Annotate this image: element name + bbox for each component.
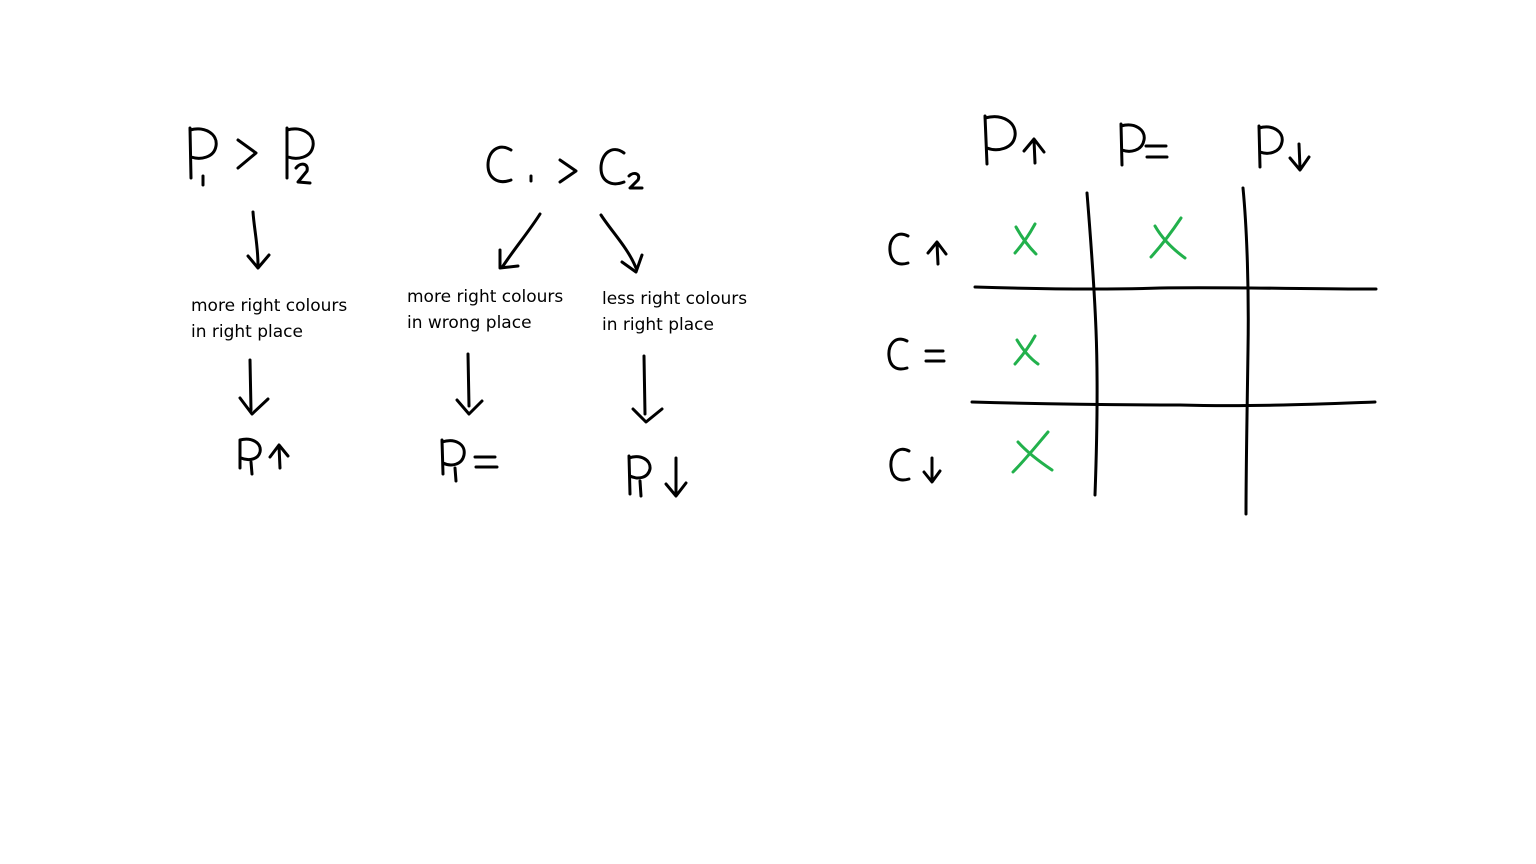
check-mark-c-down-p-up — [1011, 430, 1054, 474]
arrow-down-1 — [246, 210, 271, 270]
row-header-c-up — [888, 232, 948, 266]
column-header-p-equal — [1119, 122, 1169, 167]
arrow-down-left-branch — [455, 352, 484, 416]
grid-line-horizontal-2 — [970, 400, 1377, 408]
arrow-down-right-branch — [631, 354, 664, 424]
grid-line-horizontal-1 — [973, 285, 1378, 291]
outcome-line-1: more right colours — [191, 296, 347, 316]
outcome-line-2: in right place — [191, 322, 303, 342]
column-header-p-down — [1257, 124, 1311, 172]
branch-right-line-2: in right place — [602, 315, 714, 335]
arrow-branch-right — [599, 213, 644, 274]
grid-line-vertical-2 — [1241, 186, 1250, 516]
check-marks — [1011, 216, 1187, 474]
result-p1-down — [627, 454, 688, 498]
grid-lines — [970, 186, 1378, 516]
middle-diagram: more right colours in wrong place less r… — [407, 145, 747, 498]
result-p1-up — [238, 437, 290, 476]
branch-right-line-1: less right colours — [602, 289, 747, 309]
left-diagram: more right colours in right place — [188, 126, 347, 476]
check-mark-c-up-p-up — [1013, 222, 1038, 256]
grid-line-vertical-1 — [1085, 191, 1099, 497]
column-header-p-up — [983, 114, 1046, 166]
condition-p1-gt-p2 — [188, 126, 315, 187]
check-mark-c-up-p-equal — [1149, 216, 1187, 260]
branch-left-line-2: in wrong place — [407, 313, 532, 333]
branch-left-line-1: more right colours — [407, 287, 563, 307]
condition-c1-gt-c2 — [486, 145, 644, 190]
check-mark-c-equal-p-up — [1013, 334, 1040, 366]
arrow-branch-left — [498, 212, 542, 270]
arrow-down-2 — [238, 358, 270, 416]
truth-grid — [887, 114, 1378, 516]
row-header-c-equal — [887, 337, 946, 371]
row-header-c-down — [889, 447, 942, 484]
result-p1-equal — [440, 438, 499, 483]
